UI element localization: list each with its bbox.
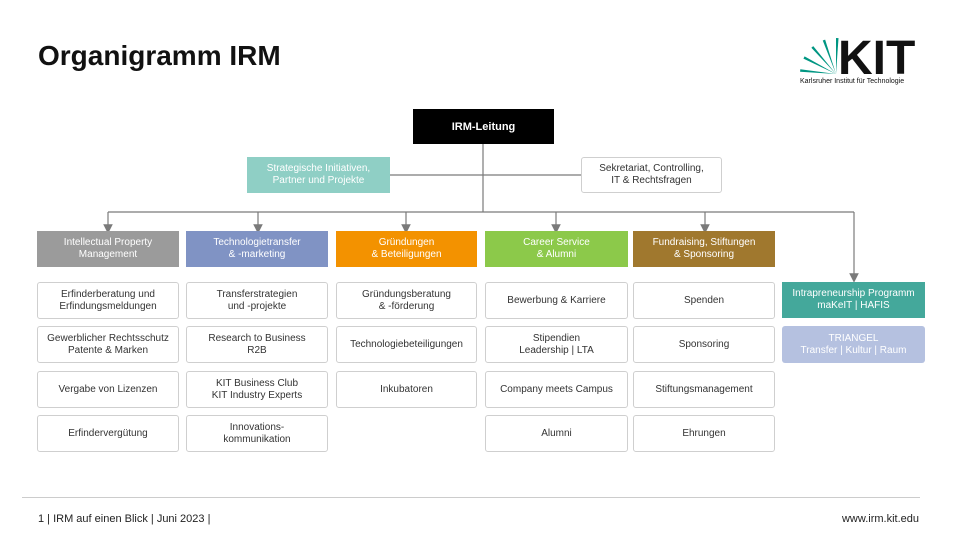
column-header-label: Intrapreneurship Programm maKeIT | HAFIS [792,288,915,311]
column-2-item-3: KIT Business Club KIT Industry Experts [186,371,328,408]
column-header-6: Intrapreneurship Programm maKeIT | HAFIS [782,282,925,318]
logo-ray-4 [822,39,836,74]
column-5-item-2: Sponsoring [633,326,775,363]
footer-left: 1 | IRM auf einen Blick | Juni 2023 | [38,513,211,525]
kit-logo-subtitle: Karlsruher Institut für Technologie [800,78,905,85]
column-4-item-4: Alumni [485,415,628,452]
item-label: Ehrungen [682,427,726,439]
column-header-label: Gründungen & Beteiligungen [371,237,442,260]
item-label: Gewerblicher Rechtsschutz Patente & Mark… [47,332,169,356]
item-label: Innovations- kommunikation [223,421,291,445]
column-4-item-1: Bewerbung & Karriere [485,282,628,319]
staff-box-strategic: Strategische Initiativen, Partner und Pr… [247,157,390,193]
column-1-item-4: Erfindervergütung [37,415,179,452]
kit-wordmark: KIT [838,32,915,78]
item-label: Vergabe von Lizenzen [58,383,158,395]
logo-ray-1 [800,69,836,74]
item-label: KIT Business Club KIT Industry Experts [211,377,303,401]
column-2-item-1: Transferstrategien und -projekte [186,282,328,319]
kit-logo: KIT Karlsruher Institut für Technologie [800,32,924,90]
logo-ray-3 [811,46,836,74]
item-label: Inkubatoren [380,383,433,395]
column-header-5: Fundraising, Stiftungen & Sponsoring [633,231,775,267]
column-3-item-2: Technologiebeteiligungen [336,326,477,363]
item-label: Sponsoring [678,338,730,350]
column-header-label: Intellectual Property Management [63,237,153,260]
column-header-label: Technologietransfer & -marketing [213,237,301,260]
item-label: Spenden [683,294,725,306]
item-label: Gründungsberatung & -förderung [362,288,451,312]
column-4-item-2: Stipendien Leadership | LTA [485,326,628,363]
item-label: TRIANGEL Transfer | Kultur | Raum [800,332,907,356]
page-title: Organigramm IRM [38,40,281,71]
column-header-3: Gründungen & Beteiligungen [336,231,477,267]
column-header-4: Career Service & Alumni [485,231,628,267]
irm-leitung-box: IRM-Leitung [413,109,554,144]
staff-box-secretariat: Sekretariat, Controlling, IT & Rechtsfra… [581,157,722,193]
logo-ray-2 [803,56,836,74]
irm-leitung-label: IRM-Leitung [451,120,516,133]
item-label: Stipendien Leadership | LTA [519,332,594,356]
item-label: Technologiebeteiligungen [350,338,463,350]
column-2-item-2: Research to Business R2B [186,326,328,363]
column-1-item-1: Erfinderberatung und Erfindungsmeldungen [37,282,179,319]
column-3-item-1: Gründungsberatung & -förderung [336,282,477,319]
item-label: Bewerbung & Karriere [507,294,606,306]
item-label: Alumni [541,427,572,439]
column-header-1: Intellectual Property Management [37,231,179,267]
column-5-item-4: Ehrungen [633,415,775,452]
item-label: Company meets Campus [500,383,613,395]
column-2-item-4: Innovations- kommunikation [186,415,328,452]
logo-ray-5 [836,38,839,74]
column-header-label: Career Service & Alumni [523,237,590,260]
column-4-item-3: Company meets Campus [485,371,628,408]
column-header-label: Fundraising, Stiftungen & Sponsoring [652,237,756,260]
column-1-item-3: Vergabe von Lizenzen [37,371,179,408]
item-label: Research to Business R2B [208,332,306,356]
kit-logo-icon: KIT [800,32,915,85]
item-label: Erfinderberatung und Erfindungsmeldungen [59,288,157,312]
staff-box-strategic-label: Strategische Initiativen, Partner und Pr… [266,163,371,186]
footer-divider [22,497,920,498]
staff-box-secretariat-label: Sekretariat, Controlling, IT & Rechtsfra… [599,163,704,186]
item-label: Transferstrategien und -projekte [216,288,298,312]
column-1-item-2: Gewerblicher Rechtsschutz Patente & Mark… [37,326,179,363]
column-3-item-3: Inkubatoren [336,371,477,408]
column-header-2: Technologietransfer & -marketing [186,231,328,267]
item-label: Erfindervergütung [68,427,148,439]
column-5-item-1: Spenden [633,282,775,319]
item-label: Stiftungsmanagement [655,383,753,395]
column-6-item-1: TRIANGEL Transfer | Kultur | Raum [782,326,925,363]
column-5-item-3: Stiftungsmanagement [633,371,775,408]
footer-right: www.irm.kit.edu [841,513,919,525]
